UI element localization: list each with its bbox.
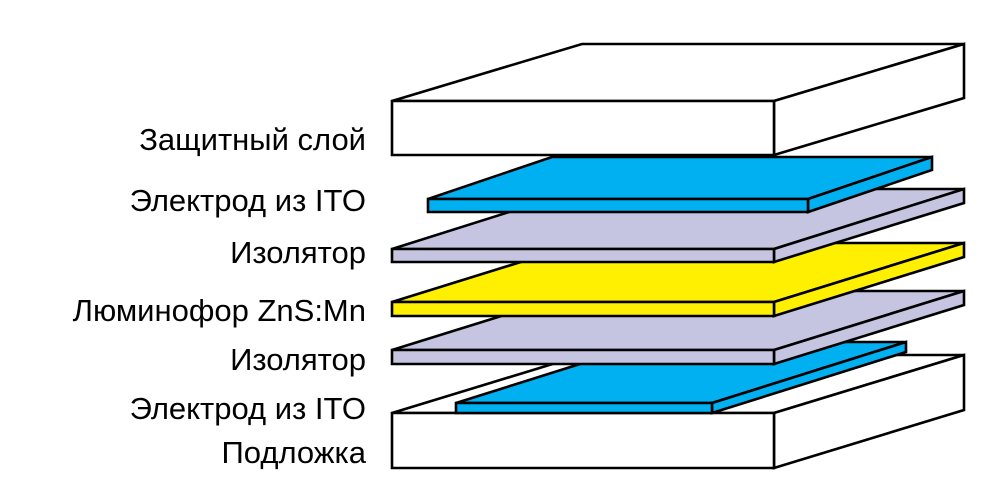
label-bottom-electrode: Электрод из ITO <box>130 391 366 426</box>
label-phosphor: Люминофор ZnS:Mn <box>73 293 366 328</box>
protective-layer <box>390 42 966 157</box>
label-substrate: Подложка <box>222 435 367 470</box>
label-protective-layer: Защитный слой <box>139 122 366 157</box>
label-top-insulator: Изолятор <box>230 235 366 270</box>
label-bottom-insulator: Изолятор <box>230 342 366 377</box>
label-top-electrode: Электрод из ITO <box>130 183 366 218</box>
top-electrode-layer <box>426 155 934 214</box>
